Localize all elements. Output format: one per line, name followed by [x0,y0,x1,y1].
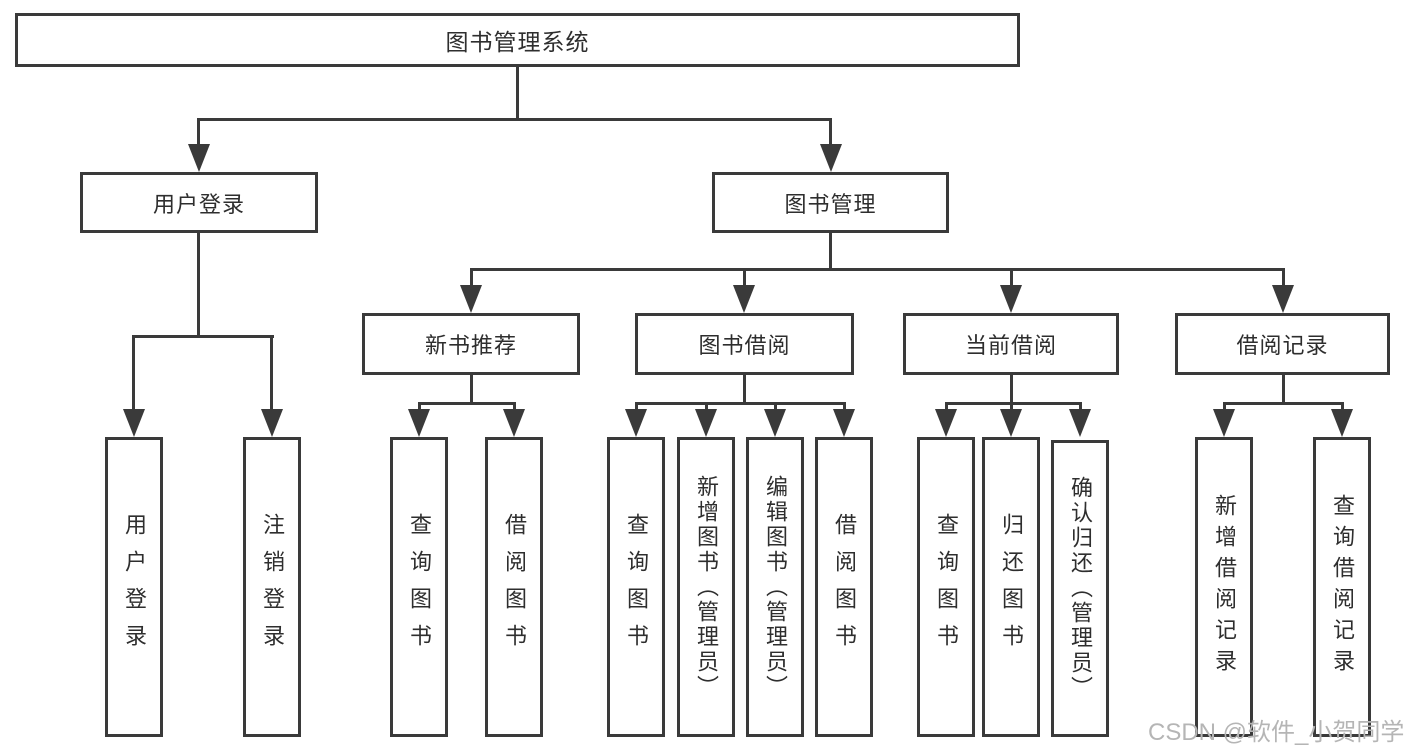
connector-login-drop-2 [270,335,273,411]
arrowhead-book-mgmt [820,144,842,172]
leaf-bb-query-book-label: 查询图书 [624,513,649,661]
connector-l2-drop-left [197,118,200,146]
connector-login-drop-1 [132,335,135,411]
connector-bb-split [635,402,846,405]
connector-rec-drop-2 [513,402,516,412]
leaf-user-login: 用户登录 [105,437,163,737]
connector-l2-drop-right [829,118,832,146]
leaf-cb-return-book: 归还图书 [982,437,1040,737]
arrowhead-bb-add [695,409,717,437]
leaf-cb-query-book-label: 查询图书 [934,513,959,661]
node-book-mgmt-label: 图书管理 [784,191,877,217]
csdn-watermark: CSDN @软件_小贺同学 [1148,719,1405,746]
arrowhead-br-add [1213,409,1235,437]
connector-mgmt-stem [829,233,832,270]
connector-bb-drop-1 [635,402,638,412]
node-root: 图书管理系统 [15,13,1020,67]
node-root-label: 图书管理系统 [445,29,590,55]
node-book-borrow-label: 图书借阅 [698,333,791,358]
leaf-cb-query-book: 查询图书 [917,437,975,737]
connector-cb-stem [1010,375,1013,404]
arrowhead-borrow-records [1272,285,1294,313]
arrowhead-bb-query [625,409,647,437]
node-user-login: 用户登录 [80,172,318,233]
leaf-bb-query-book: 查询图书 [607,437,665,737]
leaf-bb-borrow-book: 借阅图书 [815,437,873,737]
connector-br-drop-2 [1341,402,1344,412]
leaf-cb-return-book-label: 归还图书 [999,513,1024,661]
connector-l3-drop-1 [470,268,473,287]
connector-bb-stem [743,375,746,404]
leaf-rec-borrow-book: 借阅图书 [485,437,543,737]
connector-br-stem [1282,375,1285,404]
node-new-book-rec: 新书推荐 [362,313,580,375]
node-book-mgmt: 图书管理 [712,172,949,233]
arrowhead-br-query [1331,409,1353,437]
node-current-borrow-label: 当前借阅 [964,333,1057,358]
connector-l3-drop-2 [743,268,746,287]
leaf-br-add-record-label: 新增借阅记录 [1212,494,1237,680]
connector-rec-split [418,402,516,405]
leaf-br-query-record: 查询借阅记录 [1313,437,1371,737]
leaf-rec-query-book-label: 查询图书 [407,513,432,661]
leaf-bb-borrow-book-label: 借阅图书 [832,513,857,661]
leaf-user-login-label: 用户登录 [122,513,147,661]
arrowhead-cb-return [1000,409,1022,437]
arrowhead-leaf-login [123,409,145,437]
arrowhead-new-book-rec [460,285,482,313]
connector-l2-horizontal [197,118,832,121]
connector-bb-drop-2 [705,402,708,412]
arrowhead-user-login [188,144,210,172]
node-user-login-label: 用户登录 [152,191,245,217]
connector-l3-drop-3 [1010,268,1013,287]
connector-bb-drop-3 [774,402,777,412]
arrowhead-rec-borrow [503,409,525,437]
leaf-bb-add-book-admin-label: 新增图书（管理员） [694,474,719,700]
node-new-book-rec-label: 新书推荐 [424,333,517,358]
connector-cb-drop-1 [945,402,948,412]
arrowhead-current-borrow [1000,285,1022,313]
arrowhead-bb-borrow [833,409,855,437]
connector-cb-split [945,402,1082,405]
arrowhead-rec-query [408,409,430,437]
connector-l3-horizontal [470,268,1285,271]
leaf-bb-add-book-admin: 新增图书（管理员） [677,437,735,737]
arrowhead-bb-edit [764,409,786,437]
leaf-logout: 注销登录 [243,437,301,737]
leaf-logout-label: 注销登录 [260,513,285,661]
arrowhead-book-borrow [733,285,755,313]
connector-login-stem [197,233,200,337]
connector-cb-drop-2 [1010,402,1013,412]
leaf-br-query-record-label: 查询借阅记录 [1330,494,1355,680]
connector-l3-drop-4 [1282,268,1285,287]
connector-bb-drop-4 [843,402,846,412]
connector-br-split [1223,402,1344,405]
node-borrow-records-label: 借阅记录 [1236,333,1329,358]
node-current-borrow: 当前借阅 [903,313,1119,375]
leaf-rec-borrow-book-label: 借阅图书 [502,513,527,661]
connector-br-drop-1 [1223,402,1226,412]
node-book-borrow: 图书借阅 [635,313,854,375]
connector-rec-stem [470,375,473,404]
leaf-br-add-record: 新增借阅记录 [1195,437,1253,737]
arrowhead-leaf-logout [261,409,283,437]
leaf-bb-edit-book-admin-label: 编辑图书（管理员） [763,474,788,700]
node-borrow-records: 借阅记录 [1175,313,1390,375]
leaf-rec-query-book: 查询图书 [390,437,448,737]
leaf-bb-edit-book-admin: 编辑图书（管理员） [746,437,804,737]
arrowhead-cb-query [935,409,957,437]
connector-cb-drop-3 [1079,402,1082,412]
connector-login-split [132,335,274,338]
connector-rec-drop-1 [418,402,421,412]
leaf-cb-confirm-return-admin-label: 确认归还（管理员） [1068,476,1093,701]
leaf-cb-confirm-return-admin: 确认归还（管理员） [1051,440,1109,737]
arrowhead-cb-confirm [1069,409,1091,437]
connector-root-stem [516,64,519,120]
